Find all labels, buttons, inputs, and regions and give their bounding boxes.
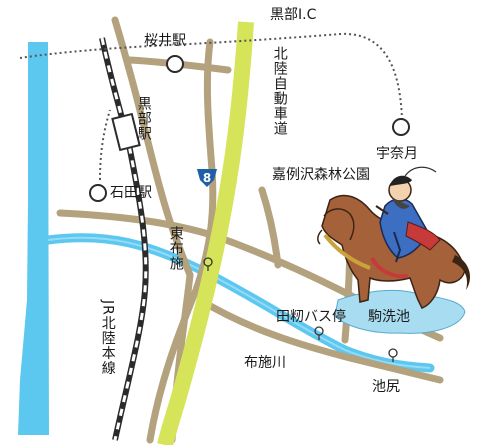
- highway-spur: [99, 109, 111, 181]
- kurobe-station-label: 黒部駅: [135, 96, 152, 141]
- unazuki-marker: [392, 118, 410, 136]
- kurobe-ic-label: 黒部I.C: [270, 7, 317, 23]
- samurai-horse-illustration: [317, 166, 471, 334]
- komaaraiike-label: 駒洗池: [368, 309, 410, 325]
- ishida-station-marker: [89, 184, 107, 202]
- park-label: 嘉例沢森林公園: [272, 167, 370, 183]
- hokuriku-expressway-label: 北陸自動車道: [271, 46, 288, 136]
- unazuki-label: 宇奈月: [376, 146, 418, 162]
- route-number: 8: [202, 171, 212, 185]
- sakurai-station-marker: [166, 55, 184, 73]
- fuse-river: [43, 233, 435, 373]
- post-office-icon: [388, 348, 398, 362]
- route-shield-icon: 8: [197, 169, 217, 187]
- post-office-icon: [314, 326, 324, 340]
- fuse-river-label: 布施川: [244, 355, 286, 371]
- taramomi-bus-stop-label: 田籾バス停: [276, 309, 346, 325]
- sakurai-station-label: 桜井駅: [144, 33, 186, 49]
- left-river: [18, 42, 49, 435]
- jr-rail-outline: [99, 37, 149, 441]
- jr-hokuriku-line-label: JR北陸本線: [99, 300, 116, 376]
- post-office-icon: [203, 257, 213, 271]
- ishida-station-label: 石田駅: [110, 185, 152, 201]
- route-8: [157, 21, 254, 445]
- ikejiri-label: 池尻: [372, 379, 400, 395]
- higashi-fuse-label: 東布施: [167, 226, 184, 271]
- kurobe-station-building: [111, 112, 141, 152]
